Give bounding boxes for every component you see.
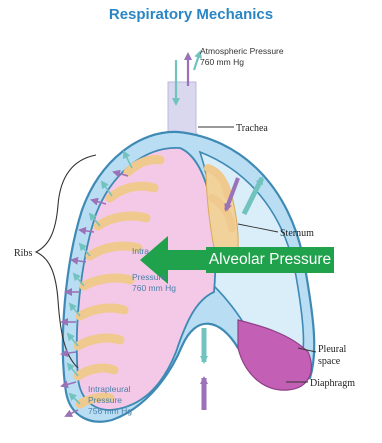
- intrapleural-line1: Intrapleural: [88, 384, 131, 394]
- sternum-label: Sternum: [280, 228, 314, 239]
- atmospheric-line1: Atmospheric Pressure: [200, 46, 284, 56]
- intrapleural-line3: 756 mm Hg: [88, 406, 132, 416]
- intrapulmonary-line2: Pressure: [132, 272, 166, 282]
- intrapleural-line2: Pressure: [88, 395, 122, 405]
- diaphragm-label: Diaphragm: [310, 378, 355, 389]
- atmospheric-line2: 760 mm Hg: [200, 57, 244, 67]
- ribs-label: Ribs: [14, 248, 32, 259]
- trachea-label: Trachea: [236, 123, 268, 134]
- intrapulmonary-line3: 760 mm Hg: [132, 283, 176, 293]
- pleural-label-line1: Pleural: [318, 344, 347, 355]
- pleural-label-line2: space: [318, 356, 341, 367]
- intrapulmonary-line1: Intra: [132, 246, 149, 256]
- alveolar-pressure-callout: Alveolar Pressure: [206, 247, 334, 273]
